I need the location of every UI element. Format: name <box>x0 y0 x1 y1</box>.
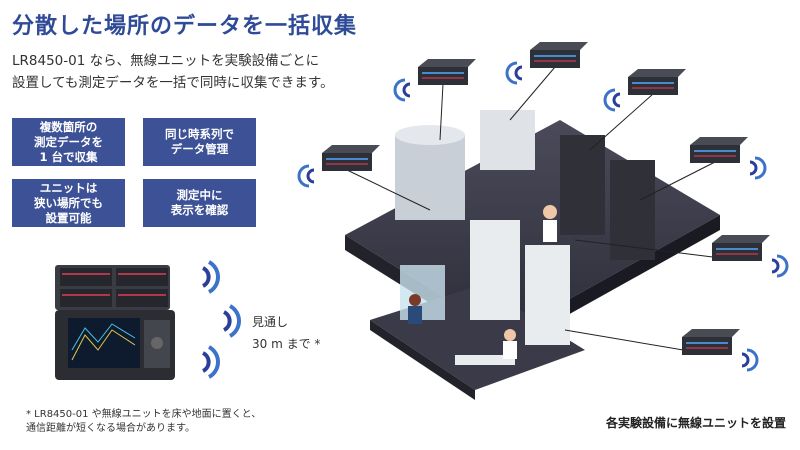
wireless-units <box>297 42 789 372</box>
lab-floor-illustration <box>345 110 720 400</box>
feature-box-compact: ユニットは 狭い場所でも 設置可能 <box>12 179 125 227</box>
illustration-caption: 各実験設備に無線ユニットを設置 <box>605 416 786 430</box>
wireless-unit <box>393 59 476 141</box>
footnote: * LR8450-01 や無線ユニットを床や地面に置くと、 通信距離が短くなる場… <box>26 409 262 434</box>
lead-line-1: LR8450-01 なら、無線ユニットを実験設備ごとに <box>12 53 320 69</box>
wireless-unit <box>505 42 588 121</box>
lead-line-2: 設置しても測定データを一括で同時に収集できます。 <box>12 75 334 91</box>
page-title: 分散した場所のデータを一括収集 <box>12 14 358 39</box>
wireless-unit <box>639 137 767 201</box>
wireless-unit <box>564 329 759 372</box>
wireless-unit <box>589 69 686 151</box>
wireless-unit <box>297 145 431 211</box>
wireless-unit <box>574 235 789 278</box>
range-label: 見通し 30 m まで * <box>252 315 321 351</box>
lead-text: LR8450-01 なら、無線ユニットを実験設備ごとに 設置しても測定データを一… <box>12 50 334 94</box>
feature-box-timeseries: 同じ時系列で データ管理 <box>143 118 256 166</box>
data-logger-device <box>55 265 175 380</box>
wireless-signal-icons <box>201 260 241 379</box>
feature-box-display: 測定中に 表示を確認 <box>143 179 256 227</box>
feature-box-collect: 複数箇所の 測定データを 1 台で収集 <box>12 118 125 166</box>
